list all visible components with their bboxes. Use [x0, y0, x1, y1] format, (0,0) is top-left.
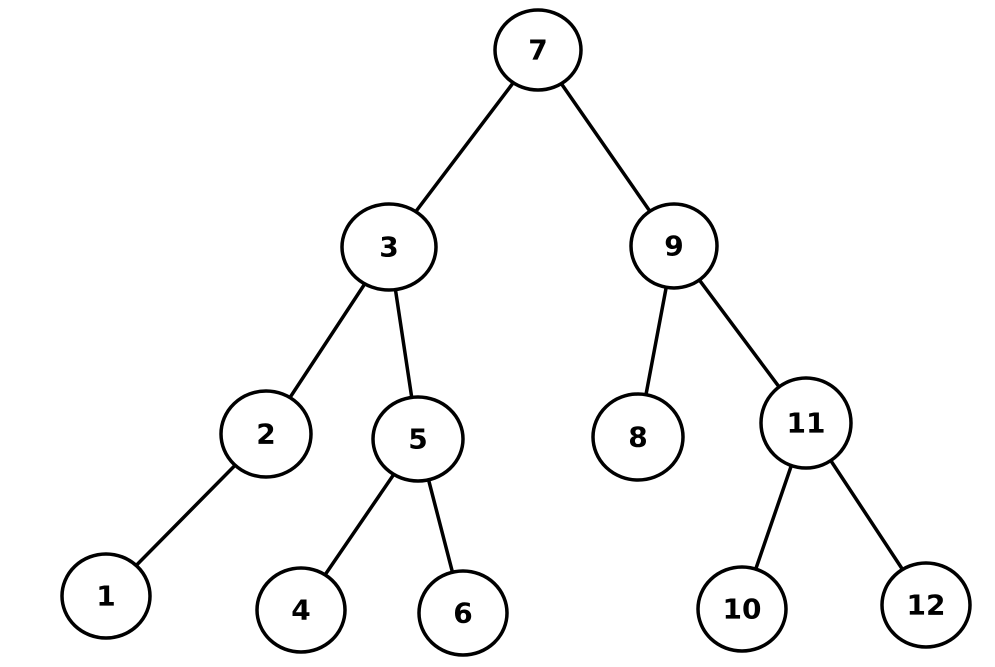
node-label: 7 — [528, 34, 547, 67]
node-label: 8 — [628, 421, 647, 454]
tree-node-9: 9 — [629, 202, 719, 290]
tree-node-6: 6 — [417, 569, 509, 657]
node-circle — [591, 392, 685, 482]
node-label: 2 — [256, 418, 275, 451]
tree-node-4: 4 — [255, 566, 347, 654]
node-label: 12 — [907, 589, 946, 622]
tree-node-7: 7 — [493, 8, 583, 92]
node-label: 6 — [453, 597, 472, 630]
node-circle — [340, 202, 438, 292]
node-label: 4 — [291, 594, 310, 627]
node-circle — [371, 395, 465, 483]
node-circle — [60, 552, 152, 640]
node-circle — [493, 8, 583, 92]
tree-node-5: 5 — [371, 395, 465, 483]
node-circle — [696, 565, 788, 653]
tree-node-1: 1 — [60, 552, 152, 640]
node-label: 11 — [787, 407, 826, 440]
node-label: 5 — [408, 423, 427, 456]
node-circle — [255, 566, 347, 654]
node-label: 3 — [379, 231, 398, 264]
tree-node-12: 12 — [880, 561, 972, 649]
node-circle — [759, 376, 853, 470]
node-label: 10 — [723, 593, 762, 626]
tree-node-11: 11 — [759, 376, 853, 470]
node-circle — [219, 389, 313, 479]
node-circle — [880, 561, 972, 649]
node-label: 1 — [96, 580, 115, 613]
tree-node-3: 3 — [340, 202, 438, 292]
tree-node-2: 2 — [219, 389, 313, 479]
node-circle — [629, 202, 719, 290]
tree-node-8: 8 — [591, 392, 685, 482]
edge-layer — [104, 48, 928, 615]
node-label: 9 — [664, 230, 683, 263]
tree-node-10: 10 — [696, 565, 788, 653]
node-circle — [417, 569, 509, 657]
